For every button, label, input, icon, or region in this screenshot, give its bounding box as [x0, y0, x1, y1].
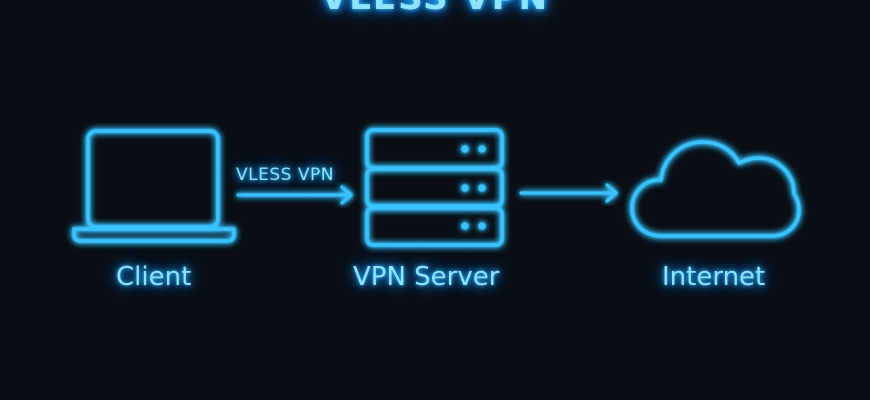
internet-label: Internet — [662, 262, 766, 292]
server-light — [461, 145, 469, 153]
server-light — [478, 222, 486, 230]
laptop-screen — [86, 129, 220, 229]
arrow-head — [605, 183, 618, 203]
server-light — [478, 145, 486, 153]
vpn-server-label: VPN Server — [353, 262, 500, 292]
server-unit-bottom — [365, 206, 504, 247]
arrow-right-icon — [519, 183, 618, 203]
server-light — [478, 184, 486, 192]
arrow-right-icon — [236, 185, 353, 205]
laptop-base — [72, 227, 236, 243]
diagram-title: VLESS VPN — [0, 0, 870, 18]
server-status-lights — [461, 145, 486, 230]
cloud-outline — [630, 140, 801, 238]
server-unit-middle — [365, 167, 504, 208]
server-light — [461, 222, 469, 230]
laptop-icon — [72, 129, 236, 243]
edge-label-client-server: VLESS VPN — [236, 165, 334, 185]
cloud-icon — [630, 140, 801, 238]
arrow-head — [340, 185, 353, 205]
server-rack-icon — [365, 128, 504, 247]
server-light — [461, 184, 469, 192]
client-label: Client — [116, 262, 192, 292]
